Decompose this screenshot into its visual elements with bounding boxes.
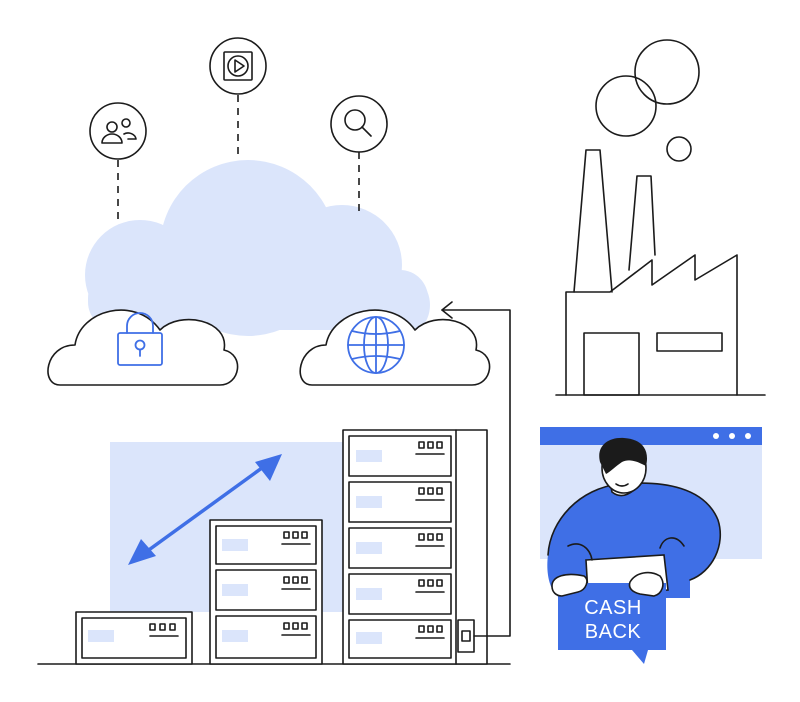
factory-icon [555, 39, 766, 396]
main-cloud [85, 160, 430, 340]
connector-arrow [441, 301, 511, 637]
padlock-icon [117, 312, 163, 366]
video-play-icon [209, 37, 267, 95]
cloud-right [299, 309, 491, 386]
cash-back-line-2: BACK [584, 621, 642, 643]
search-icon [330, 95, 388, 153]
cloud-left [47, 309, 239, 386]
person-icon [547, 437, 722, 664]
users-icon [89, 102, 147, 160]
globe-icon [347, 316, 405, 374]
cash-back-line-1: CASH [584, 597, 642, 619]
double-arrow-icon [128, 454, 282, 565]
server-rack-icon [37, 429, 511, 665]
